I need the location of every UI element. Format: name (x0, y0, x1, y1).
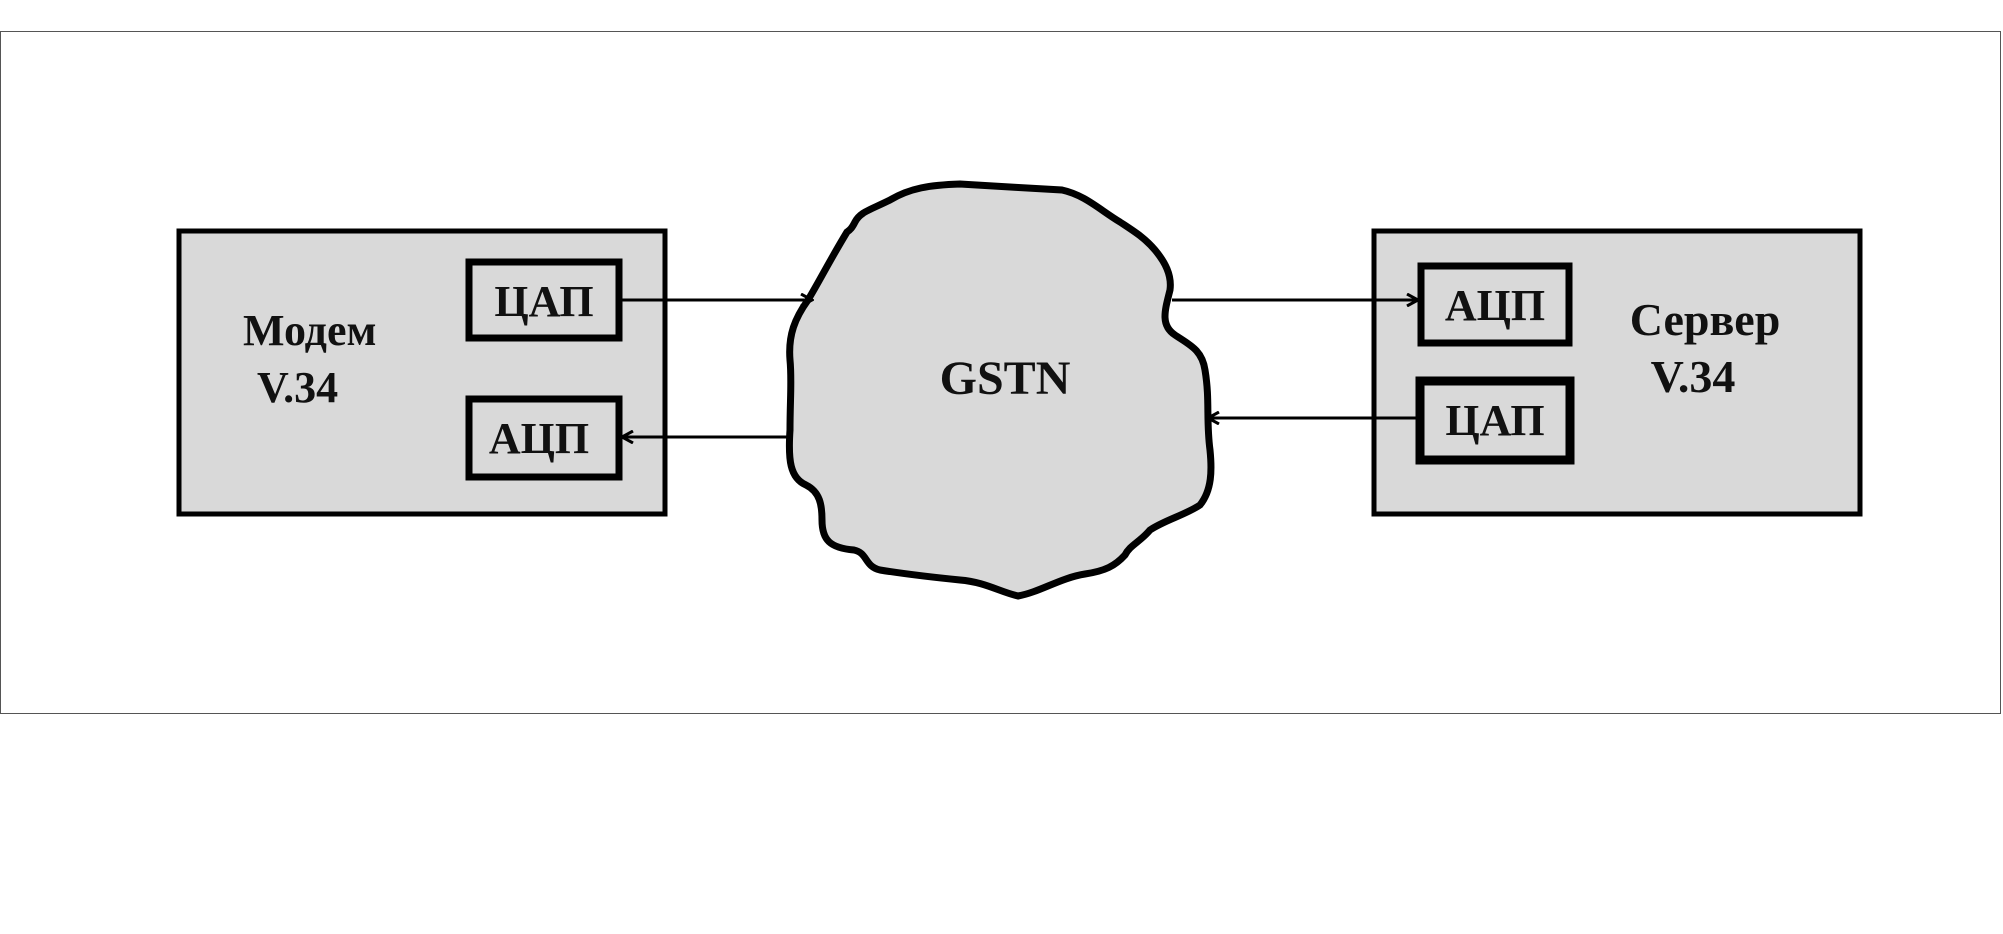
server-dac-label: ЦАП (1445, 396, 1544, 445)
server-block: Сервер V.34 АЦП ЦАП (1371, 228, 1863, 517)
cloud-shape (785, 180, 1215, 600)
server-adc-box (1417, 262, 1573, 347)
server-dac-box (1415, 376, 1575, 465)
server-box (1371, 228, 1863, 517)
server-version: V.34 (1651, 351, 1736, 402)
server-name: Сервер (1630, 294, 1781, 345)
modem-adc-label: АЦП (489, 414, 589, 463)
modem-block: Модем V.34 ЦАП АЦП (176, 228, 668, 517)
diagram-frame (0, 31, 2001, 714)
gstn-cloud: GSTN (785, 180, 1215, 600)
modem-dac-box (465, 258, 623, 342)
modem-name: Модем (243, 306, 376, 355)
modem-adc-box (465, 395, 623, 481)
modem-dac-label: ЦАП (494, 277, 593, 326)
gstn-label: GSTN (940, 352, 1071, 405)
server-adc-label: АЦП (1445, 281, 1545, 330)
modem-version: V.34 (257, 363, 338, 412)
